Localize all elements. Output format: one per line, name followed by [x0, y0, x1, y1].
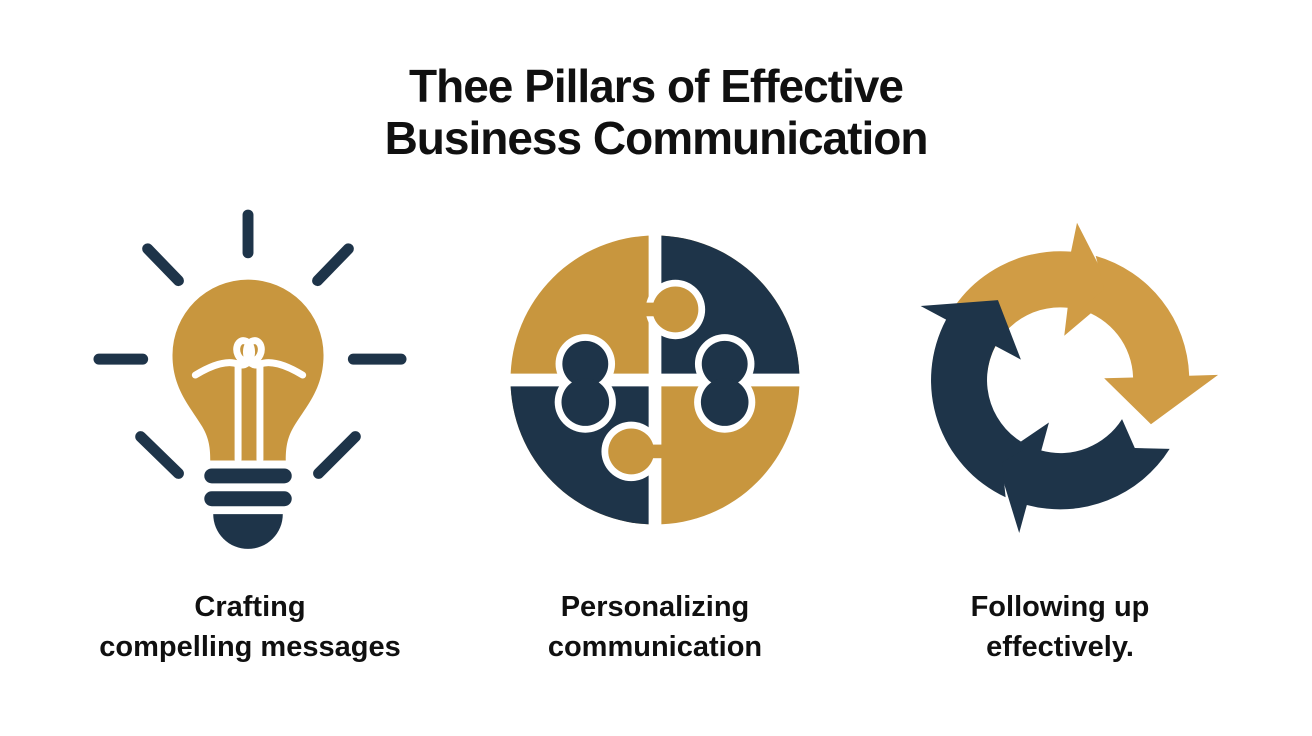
- puzzle-knob-bottom: [601, 421, 676, 482]
- pillar-personalizing-communication: Personalizing communication: [485, 185, 825, 667]
- pillar-caption-line-2: communication: [547, 631, 763, 664]
- lightbulb-glass: [172, 279, 324, 460]
- puzzle-icon: [503, 228, 807, 532]
- pillar-caption: Personalizing communication: [485, 587, 825, 667]
- lightbulb-rays: [93, 209, 407, 479]
- lightbulb-base: [204, 467, 292, 549]
- puzzle-seams: [503, 228, 807, 532]
- pillar-caption-line-1: Crafting: [194, 591, 306, 623]
- lightbulb-filament: [191, 336, 307, 463]
- puzzle-knob-left: [554, 334, 616, 433]
- pillar-caption-line-2: compelling messages: [99, 631, 401, 664]
- pillar-caption-line-2: effectively.: [986, 631, 1134, 664]
- cycle-arrows-icon: [920, 222, 1219, 533]
- pillar-icon-area: [890, 185, 1230, 575]
- pillar-caption: Following up effectively.: [890, 587, 1230, 667]
- lightbulb-icon: [93, 209, 407, 549]
- cycle-arrow-right: [1080, 255, 1219, 425]
- pillar-crafting-messages: Crafting compelling messages: [80, 185, 420, 667]
- puzzle-knob-right: [694, 334, 756, 433]
- pillar-icon-area: [80, 185, 420, 575]
- puzzle-knob-top: [632, 279, 706, 340]
- pillar-caption: Crafting compelling messages: [80, 587, 420, 667]
- page-title-line-2: Business Communication: [384, 112, 929, 165]
- puzzle-quadrant-top-right: [655, 235, 800, 380]
- cycle-arrow-bottom: [996, 419, 1170, 533]
- cycle-arrow-left: [920, 300, 1030, 498]
- pillar-icon-area: [485, 185, 825, 575]
- page-title-line-1: Thee Pillars of Effective: [409, 60, 904, 112]
- pillar-caption-line-1: Personalizing: [560, 591, 750, 623]
- puzzle-quadrant-bottom-left: [510, 380, 655, 525]
- pillar-following-up: Following up effectively.: [890, 185, 1230, 667]
- pillar-caption-line-1: Following up: [970, 591, 1150, 623]
